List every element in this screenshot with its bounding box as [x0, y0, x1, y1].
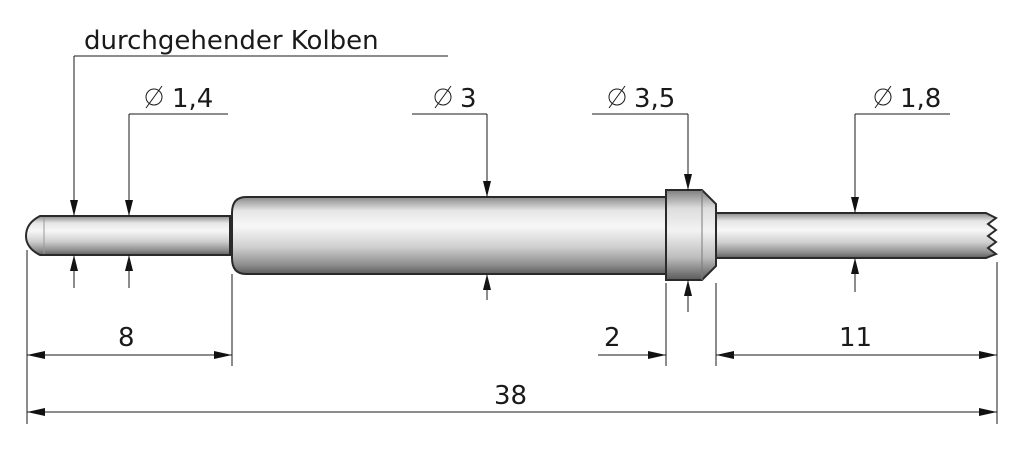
barrel — [231, 196, 667, 275]
dimension-overall-length: 38 — [27, 381, 997, 416]
diameter-collar-value: 3,5 — [634, 84, 675, 114]
dimension-receptacle-length: 11 — [716, 323, 997, 359]
dimension-collar-width: 2 — [598, 323, 734, 359]
probe-body — [24, 189, 999, 281]
extension-lines — [26, 250, 998, 424]
diameter-collar-callout: 3,5 — [592, 84, 692, 312]
diameter-receptacle-value: 1,8 — [900, 84, 941, 114]
receptacle-length-value: 11 — [839, 323, 872, 353]
collar-width-value: 2 — [604, 323, 621, 353]
diameter-barrel-value: 3 — [460, 84, 477, 114]
diameter-barrel-callout: 3 — [412, 84, 491, 300]
tip-length-value: 8 — [118, 323, 135, 353]
dimension-tip-length: 8 — [27, 323, 232, 359]
diameter-symbol-icon — [608, 85, 626, 109]
diameter-tip-value: 1,4 — [172, 84, 213, 114]
diameter-symbol-icon — [145, 85, 163, 109]
receptacle-shaft — [715, 212, 999, 259]
plunger-callout: durchgehender Kolben — [70, 26, 448, 288]
plunger-tip — [24, 215, 231, 256]
collar — [665, 189, 717, 281]
diameter-symbol-icon — [874, 85, 892, 109]
plunger-label: durchgehender Kolben — [84, 26, 379, 56]
overall-length-value: 38 — [494, 381, 527, 411]
diameter-receptacle-callout: 1,8 — [851, 84, 950, 292]
diameter-tip-callout: 1,4 — [125, 84, 228, 288]
diameter-symbol-icon — [434, 85, 452, 109]
